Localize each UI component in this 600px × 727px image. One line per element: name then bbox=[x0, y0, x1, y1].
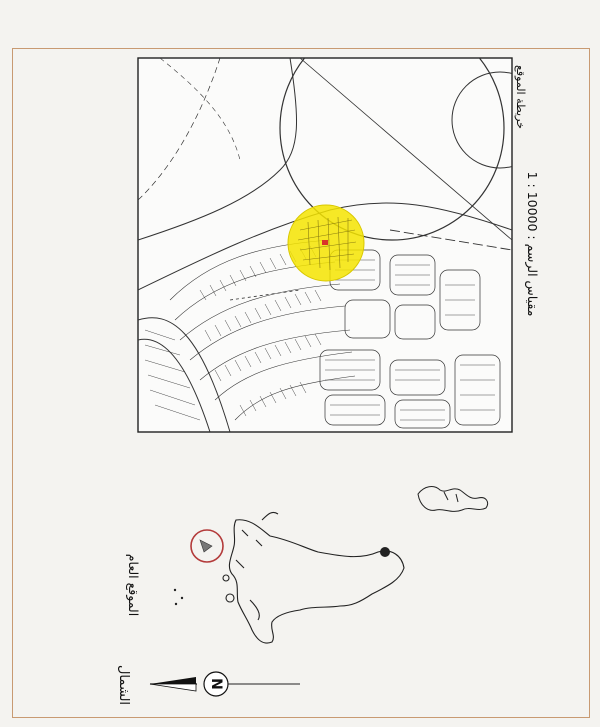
site-map-box bbox=[137, 57, 513, 433]
north-letter: N bbox=[208, 678, 224, 690]
general-location-title: الموقع العام bbox=[126, 553, 141, 617]
country-outline bbox=[228, 519, 405, 644]
north-label: الشمال bbox=[116, 664, 131, 706]
city-marker bbox=[380, 547, 390, 557]
map-frame bbox=[12, 48, 590, 718]
north-arrow-icon bbox=[149, 671, 300, 697]
parcels-east bbox=[319, 249, 501, 429]
general-location-map bbox=[222, 511, 405, 644]
highlight-parcels bbox=[297, 216, 357, 271]
scale-label: مقياس الرسم : 10000 : 1 bbox=[525, 171, 540, 317]
roundabout bbox=[279, 58, 505, 241]
site-marker bbox=[322, 240, 328, 245]
location-circle bbox=[190, 529, 224, 563]
site-map-title: خريطة الموقع bbox=[514, 65, 527, 129]
island-detail bbox=[417, 486, 489, 512]
site-map-content bbox=[138, 58, 512, 432]
